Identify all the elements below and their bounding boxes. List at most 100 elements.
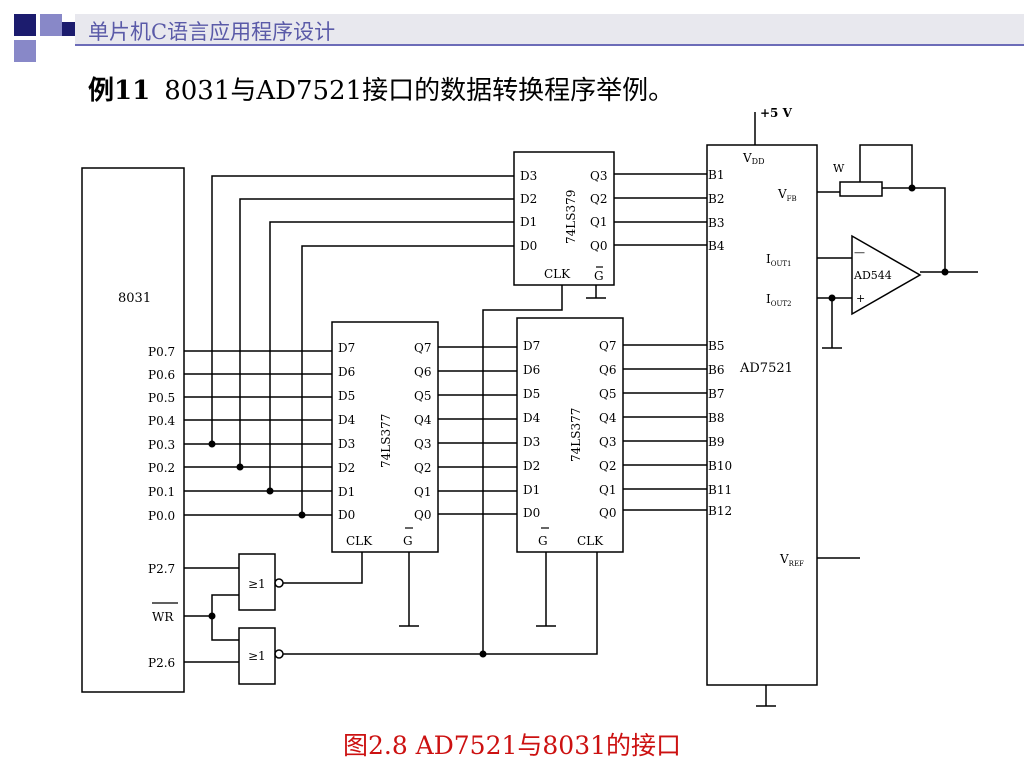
- latch377b-label: 74LS377: [569, 408, 583, 462]
- latch377a-output: Q6: [414, 365, 431, 379]
- latch377a-output: Q1: [414, 485, 431, 499]
- logo-square-dark: [62, 22, 76, 36]
- dac-vdd: VDD: [742, 151, 765, 166]
- latch377b-input: D5: [523, 387, 540, 401]
- latch377a-output: Q0: [414, 508, 431, 522]
- dac-supply: +5 V: [760, 106, 793, 120]
- latch379-output: Q3: [590, 169, 607, 183]
- latch377b-input: D0: [523, 506, 540, 520]
- pot-label: W: [833, 162, 845, 175]
- mcu-8031-box: [81, 167, 185, 693]
- mcu-pin: WR: [152, 610, 174, 624]
- title-bar: [75, 14, 1024, 46]
- latch377a-output: Q5: [414, 389, 431, 403]
- latch377b-input: D4: [523, 411, 541, 425]
- dac-pin-b: B8: [708, 411, 724, 425]
- latch377b-input: D1: [523, 483, 540, 497]
- latch377b-output: Q0: [599, 506, 616, 520]
- logo-square-light: [14, 40, 36, 62]
- latch-74ls377a-box: [331, 321, 439, 553]
- title-bar-line: [75, 44, 1024, 46]
- latch379-output: Q2: [590, 192, 607, 206]
- gate2-label: ≥1: [248, 649, 266, 663]
- latch379-g: G: [594, 269, 604, 283]
- dac-pin-b: B12: [708, 504, 732, 518]
- latch377b-g: G: [538, 534, 548, 548]
- latch379-input: D2: [520, 192, 537, 206]
- dac-iout1: IOUT1: [766, 252, 792, 268]
- mcu-pin: P0.6: [148, 368, 175, 382]
- dac-pin-b: B6: [708, 363, 724, 377]
- mcu-label: 8031: [118, 291, 151, 306]
- mcu-pin: P0.1: [148, 485, 175, 499]
- latch377b-output: Q5: [599, 387, 616, 401]
- example-number: 例11: [88, 76, 151, 106]
- latch377a-input: D7: [338, 341, 355, 355]
- mcu-pin: P0.7: [148, 345, 175, 359]
- latch377b-output: Q1: [599, 483, 616, 497]
- latch377a-output: Q4: [414, 413, 432, 427]
- latch377b-input: D2: [523, 459, 540, 473]
- dac-pin-b: B2: [708, 192, 724, 206]
- latch379-output: Q0: [590, 239, 607, 253]
- dac-vfb: VFB: [777, 187, 797, 203]
- dac-pin-b: B3: [708, 216, 724, 230]
- dac-pin-b: B4: [708, 239, 725, 253]
- nor-gate-2-bubble: [274, 649, 284, 659]
- latch379-input: D0: [520, 239, 537, 253]
- latch377a-input: D4: [338, 413, 356, 427]
- latch377b-clk: CLK: [577, 534, 604, 548]
- mcu-pin: P0.0: [148, 509, 175, 523]
- opamp-minus: —: [854, 246, 865, 259]
- latch377a-clk: CLK: [346, 534, 373, 548]
- opamp-label: AD544: [853, 269, 892, 282]
- latch379-label: 74LS379: [564, 190, 578, 244]
- mcu-pin: P0.4: [148, 414, 176, 428]
- latch379-input: D3: [520, 169, 537, 183]
- latch377a-input: D1: [338, 485, 355, 499]
- latch377b-input: D7: [523, 339, 540, 353]
- latch377a-input: D3: [338, 437, 355, 451]
- dac-ad7521-box: [706, 144, 818, 686]
- latch-74ls377b-box: [516, 317, 624, 553]
- potentiometer-w: [839, 181, 883, 197]
- opamp-ad544: [851, 234, 922, 316]
- latch377b-output: Q6: [599, 363, 616, 377]
- logo-square-light: [40, 14, 62, 36]
- latch377a-output: Q7: [414, 341, 431, 355]
- dac-label: AD7521: [739, 361, 793, 376]
- latch379-clk: CLK: [544, 267, 571, 281]
- latch377b-input: D3: [523, 435, 540, 449]
- latch377a-input: D5: [338, 389, 355, 403]
- gate1-label: ≥1: [248, 577, 266, 591]
- latch-74ls379-box: [513, 151, 615, 286]
- opamp-plus: +: [856, 292, 865, 305]
- latch379-input: D1: [520, 215, 537, 229]
- mcu-pin: P0.3: [148, 438, 175, 452]
- dac-pin-b: B7: [708, 387, 724, 401]
- latch377a-output: Q3: [414, 437, 431, 451]
- slide-header-title: 单片机C语言应用程序设计: [88, 20, 336, 44]
- dac-pin-b: B9: [708, 435, 724, 449]
- dac-pin-b: B10: [708, 459, 732, 473]
- latch377a-label: 74LS377: [379, 414, 393, 468]
- latch379-output: Q1: [590, 215, 607, 229]
- dac-pin-b: B5: [708, 339, 724, 353]
- latch377a-input: D6: [338, 365, 355, 379]
- latch377b-output: Q2: [599, 459, 616, 473]
- latch377b-output: Q7: [599, 339, 616, 353]
- latch377b-output: Q3: [599, 435, 616, 449]
- latch377a-output: Q2: [414, 461, 431, 475]
- latch377b-output: Q4: [599, 411, 617, 425]
- mcu-pin: P0.2: [148, 461, 175, 475]
- latch377a-input: D2: [338, 461, 355, 475]
- nor-gate-1-bubble: [274, 578, 284, 588]
- latch377b-input: D6: [523, 363, 540, 377]
- dac-vref: VREF: [779, 552, 804, 568]
- latch377a-input: D0: [338, 508, 355, 522]
- dac-iout2: IOUT2: [766, 292, 792, 308]
- logo-square-dark: [14, 14, 36, 36]
- latch377a-g: G: [403, 534, 413, 548]
- figure-caption: 图2.8 AD7521与8031的接口: [342, 731, 682, 760]
